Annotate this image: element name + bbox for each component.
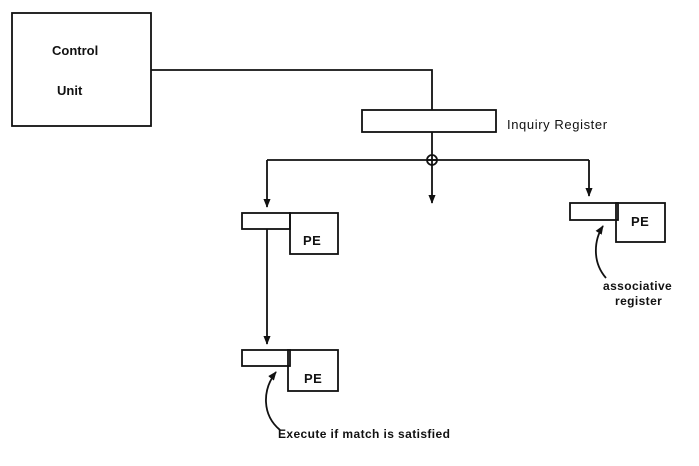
inquiry-register-label: Inquiry Register — [507, 117, 608, 132]
pe-3-box — [287, 349, 339, 392]
pe-2-label: PE — [631, 214, 650, 229]
pe-2-box — [615, 202, 666, 243]
pe-2-register — [569, 202, 619, 221]
execute-pointer — [265, 371, 281, 431]
control-unit-label-line1: Control — [52, 43, 99, 58]
associative-register-label-line1: associative — [603, 279, 673, 293]
associative-register-label-line2: register — [615, 294, 663, 308]
execute-if-match-label: Execute if match is satisfied — [278, 427, 451, 441]
control-to-register-line — [151, 69, 433, 110]
inquiry-register-box — [361, 109, 497, 133]
pe-3-register — [241, 349, 291, 367]
pe-1-box — [289, 212, 339, 255]
pe-1-label: PE — [303, 233, 322, 248]
control-unit-label-line2: Unit — [57, 83, 83, 98]
pe-1-register — [241, 212, 291, 230]
pe-3-label: PE — [304, 371, 323, 386]
control-unit-box — [11, 12, 152, 127]
associative-pointer — [594, 225, 607, 279]
